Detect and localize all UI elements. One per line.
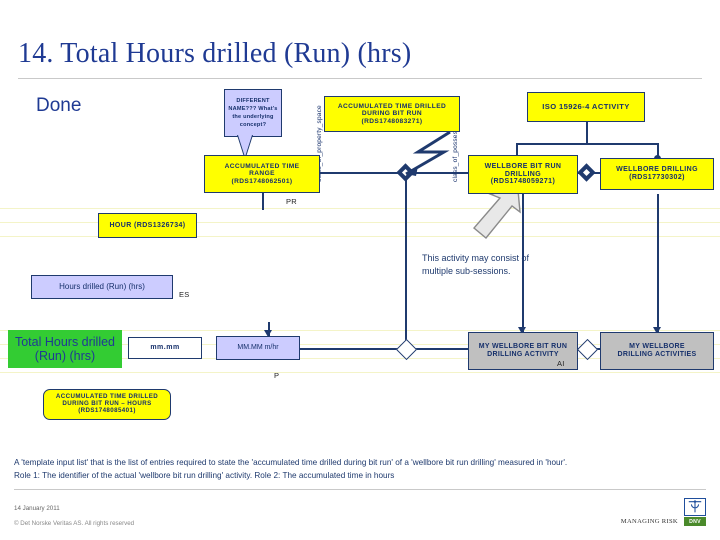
footer-copyright: © Det Norske Veritas AS. All rights rese… [14,520,135,527]
arrow-head-icon [518,327,526,334]
box-line-1: ACCUMULATED TIME DRILLED [55,393,159,401]
box-code: (RDS1748085401) [78,406,136,414]
box-line-2: DRILLING ACTIVITIES [617,351,697,358]
connector [300,348,408,350]
connector [516,143,658,145]
connector [657,143,659,161]
connector [516,143,518,161]
relation-diamond [577,163,596,182]
box-my-wellbore-bit-run-drilling-activity[interactable]: MY WELLBORE BIT RUN DRILLING ACTIVITY [468,332,578,370]
box-code: (RDS1748083271) [361,117,423,125]
box-my-wellbore-drilling-activities[interactable]: MY WELLBORE DRILLING ACTIVITIES [600,332,714,370]
box-hour[interactable]: HOUR (RDS1326734) [98,213,197,238]
arrow-head-icon [653,327,661,334]
title-divider [18,78,702,79]
box-line-2: RANGE [249,170,275,178]
box-accumulated-time-range[interactable]: ACCUMULATED TIME RANGE (RDS1748062501) [204,155,320,193]
connector [405,178,407,348]
box-line-1: WELLBORE BIT RUN [484,162,562,170]
box-line-2: DRILLING [504,170,542,178]
brand-tagline: MANAGING RISK [620,518,678,525]
footer-divider [14,489,706,490]
footer-date: 14 January 2011 [14,505,60,512]
callout-bubble: DIFFERENT NAME??? What's the underlying … [224,89,282,137]
box-line-2: DURING BIT RUN – HOURS [62,400,152,408]
box-total-hours-drilled-run-hrs[interactable]: Total Hours drilled (Run) (hrs) [8,330,122,368]
box-line-1: ACCUMULATED TIME [224,162,300,170]
box-mm-mm[interactable]: mm.mm [128,337,202,359]
anchor-scales-icon [684,498,706,516]
box-code: (RDS1748062501) [231,177,293,185]
box-label: HOUR (RDS1326734) [109,221,186,229]
box-accumulated-time-drilled-during-bit-run[interactable]: ACCUMULATED TIME DRILLED DURING BIT RUN … [324,96,460,132]
box-label: mm.mm [150,344,180,352]
callout-tail [238,135,252,157]
box-line-1: MY WELLBORE [629,343,685,351]
guide-line [0,236,720,237]
box-line-1: WELLBORE DRILLING [616,166,698,174]
box-code: (RDS17730302) [629,174,685,181]
status-label: Done [36,95,82,116]
block-arrow-up-right-icon [473,189,521,239]
guide-line [0,208,720,209]
box-label: ISO 15926-4 ACTIVITY [542,101,630,111]
box-label: Hours drilled (Run) (hrs) [59,281,145,291]
guide-line [0,330,720,331]
connector [412,348,470,350]
relation-diamond-hollow [395,338,418,361]
brand-wordmark: DNV [684,517,706,526]
connector [268,322,270,336]
block-arrow-up-right-icon [198,260,239,303]
box-label: MM.MM m/hr [237,344,279,352]
connector [657,194,659,334]
slide-description: A 'template input list' that is the list… [14,456,706,483]
box-accumulated-time-drilled-during-bit-run-hours[interactable]: ACCUMULATED TIME DRILLED DURING BIT RUN … [43,389,171,420]
box-line-2: (Run) (hrs) [34,349,96,363]
box-iso-15926-4-activity[interactable]: ISO 15926-4 ACTIVITY [527,92,645,122]
box-line-1: MY WELLBORE BIT RUN [478,343,568,351]
box-line-1: ACCUMULATED TIME DRILLED [337,102,447,110]
brand-logo: MANAGING RISK DNV [612,498,708,534]
page-title: 14. Total Hours drilled (Run) (hrs) [18,38,412,69]
box-wellbore-bit-run-drilling[interactable]: WELLBORE BIT RUN DRILLING (RDS1748059271… [468,155,578,194]
note-text: This activity may consist of multiple su… [422,253,530,276]
role-label-pr: PR [286,197,298,206]
lightning-connector-icon [405,130,451,176]
box-line-2: DRILLING ACTIVITY [487,351,559,358]
connector [320,172,472,174]
guide-line [0,358,720,359]
description-line-1: A 'template input list' that is the list… [14,458,568,467]
description-line-2: Role 1: The identifier of the actual 'we… [14,471,395,481]
relation-diamond-hollow [576,338,599,361]
role-label-es: ES [179,290,190,299]
role-label-p: P [274,371,280,380]
diamond-pip [582,168,591,177]
guide-line [0,372,720,373]
box-mm-mm-m-hr[interactable]: MM.MM m/hr [216,336,300,360]
guide-line [0,222,720,223]
box-line-1: Total Hours drilled [14,335,116,349]
role-label-ai: AI [557,359,565,368]
box-line-2: DURING BIT RUN [361,110,423,118]
box-wellbore-drilling[interactable]: WELLBORE DRILLING (RDS17730302) [600,158,714,190]
guide-line [0,344,720,345]
connector [522,194,524,334]
box-code: (RDS1748059271) [490,178,556,186]
arrow-head-icon [264,330,272,337]
box-hours-drilled-run-hrs[interactable]: Hours drilled (Run) (hrs) [31,275,173,299]
connector [586,122,588,144]
connector [262,192,264,210]
